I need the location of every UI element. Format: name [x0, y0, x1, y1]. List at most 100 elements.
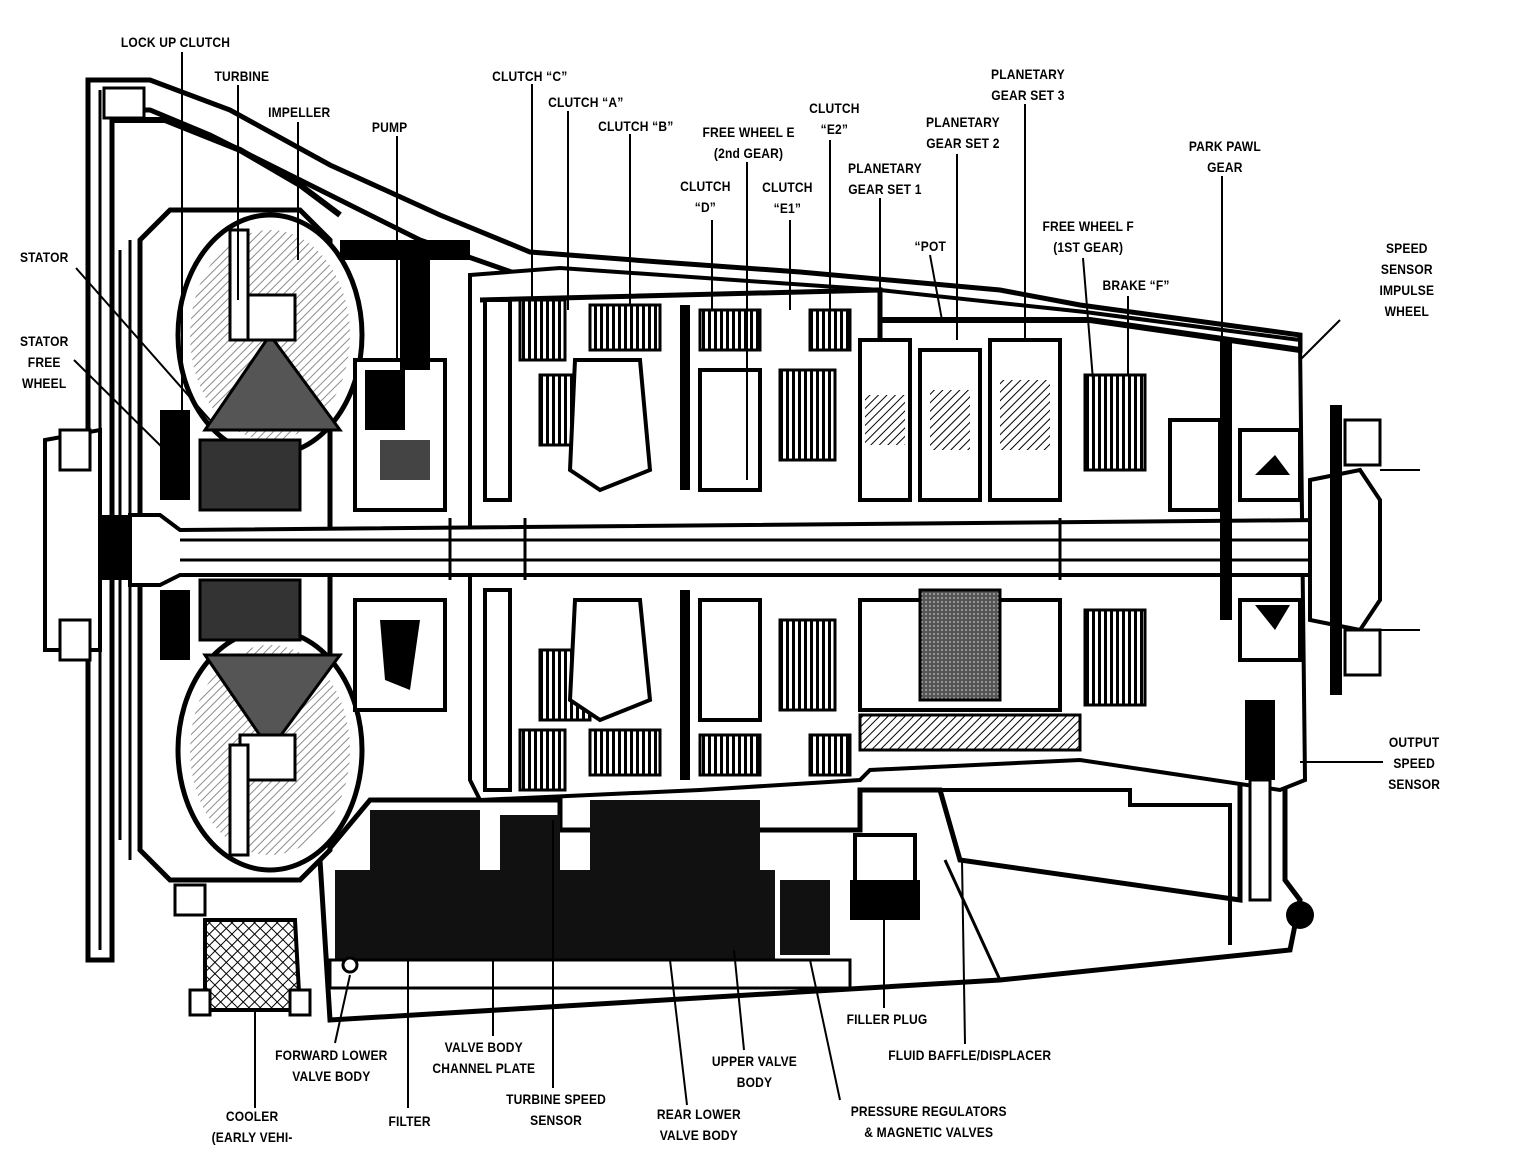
label-text: PLANETARY [848, 160, 922, 176]
output-flange [1308, 405, 1420, 695]
label-cooler: COOLER (EARLY VEHI- [212, 1106, 293, 1148]
label-text: CLUTCH “C” [492, 68, 568, 84]
label-text: PARK PAWL [1188, 138, 1261, 154]
pump-assembly [340, 240, 470, 712]
label-text: FREE [27, 354, 61, 370]
label-text: PUMP [371, 119, 408, 135]
label-impeller: IMPELLER [268, 102, 330, 123]
label-text: GEAR SET 3 [991, 87, 1065, 103]
label-pot: “POT [915, 236, 946, 257]
label-text: PLANETARY [926, 114, 1000, 130]
label-text: OUTPUT [1388, 734, 1440, 750]
label-text: GEAR SET 2 [926, 135, 1000, 151]
label-planetary-gear-set-3: PLANETARY GEAR SET 3 [991, 64, 1065, 106]
label-text: FREE WHEEL E [702, 124, 795, 140]
label-text: CLUTCH [680, 178, 731, 194]
label-fluid-baffle: FLUID BAFFLE/DISPLACER [888, 1045, 1051, 1066]
label-text: CHANNEL PLATE [432, 1060, 536, 1076]
label-text: FORWARD LOWER [275, 1047, 388, 1063]
label-clutch-d: CLUTCH “D” [680, 176, 731, 218]
label-text: VALVE BODY [292, 1068, 371, 1084]
clutch-packs-lower [483, 588, 1147, 792]
label-park-pawl-gear: PARK PAWL GEAR [1189, 136, 1261, 178]
label-text: IMPULSE [1379, 282, 1435, 298]
label-clutch-a: CLUTCH “A” [548, 92, 623, 113]
label-filler-plug: FILLER PLUG [847, 1009, 928, 1030]
label-pump: PUMP [372, 117, 407, 138]
label-planetary-gear-set-1: PLANETARY GEAR SET 1 [848, 158, 922, 200]
label-lock-up-clutch: LOCK UP CLUTCH [121, 32, 230, 53]
label-text: SPEED [1393, 755, 1435, 771]
label-forward-lower-valve-body: FORWARD LOWER VALVE BODY [275, 1045, 387, 1087]
label-text: COOLER [225, 1108, 279, 1124]
label-text: FILLER PLUG [846, 1011, 928, 1027]
label-stator: STATOR [20, 247, 69, 268]
label-text: “POT [914, 238, 947, 254]
label-text: BODY [736, 1074, 773, 1090]
label-filter: FILTER [388, 1111, 430, 1132]
input-flange [43, 427, 130, 662]
label-output-speed-sensor: OUTPUT SPEED SENSOR [1388, 732, 1440, 795]
label-text: CLUTCH [809, 100, 860, 116]
label-turbine: TURBINE [214, 66, 269, 87]
label-text: “E2” [820, 121, 849, 137]
label-text: “E1” [773, 200, 802, 216]
label-text: FREE WHEEL F [1042, 218, 1134, 234]
label-text: WHEEL [22, 375, 67, 391]
label-free-wheel-e: FREE WHEEL E (2nd GEAR) [703, 122, 795, 164]
label-pressure-regulators: PRESSURE REGULATORS & MAGNETIC VALVES [851, 1101, 1007, 1143]
label-upper-valve-body: UPPER VALVE BODY [712, 1051, 797, 1093]
label-valve-body-channel-plate: VALVE BODY CHANNEL PLATE [432, 1037, 535, 1079]
park-pawl-section [1168, 340, 1314, 929]
label-text: “D” [694, 199, 717, 215]
label-text: CLUTCH “A” [548, 94, 624, 110]
filter-element [173, 883, 312, 1017]
label-text: TURBINE SPEED [506, 1091, 607, 1107]
label-stator-free-wheel: STATOR FREE WHEEL [20, 331, 69, 394]
label-text: (EARLY VEHI- [211, 1129, 293, 1145]
label-text: SENSOR [1388, 776, 1441, 792]
label-text: SENSOR [1380, 261, 1433, 277]
label-clutch-b: CLUTCH “B” [598, 116, 673, 137]
planetary-gear-sets [858, 338, 1082, 752]
torque-converter [118, 207, 365, 883]
main-shaft [128, 513, 1332, 587]
label-text: UPPER VALVE [711, 1053, 797, 1069]
label-text: STATOR [19, 249, 69, 265]
label-text: FILTER [388, 1113, 431, 1129]
label-text: TURBINE [214, 68, 270, 84]
label-text: & MAGNETIC VALVES [864, 1124, 994, 1140]
label-text: STATOR [19, 333, 69, 349]
label-planetary-gear-set-2: PLANETARY GEAR SET 2 [926, 112, 1000, 154]
label-text: WHEEL [1384, 303, 1429, 319]
label-text: GEAR [1207, 159, 1243, 175]
label-speed-sensor-impulse-wheel: SPEED SENSOR IMPULSE WHEEL [1379, 238, 1434, 322]
label-text: REAR LOWER [656, 1106, 741, 1122]
label-text: SPEED [1385, 240, 1428, 256]
label-clutch-e2: CLUTCH “E2” [809, 98, 860, 140]
label-text: VALVE BODY [444, 1039, 523, 1055]
label-text: GEAR SET 1 [848, 181, 922, 197]
label-free-wheel-f: FREE WHEEL F (1ST GEAR) [1042, 216, 1133, 258]
label-text: IMPELLER [268, 104, 331, 120]
label-text: PLANETARY [991, 66, 1065, 82]
label-brake-f: BRAKE “F” [1102, 275, 1169, 296]
clutch-packs-upper [483, 298, 1147, 502]
label-text: CLUTCH “B” [598, 118, 674, 134]
label-text: CLUTCH [762, 179, 813, 195]
label-text: (2nd GEAR) [713, 145, 784, 161]
label-text: VALVE BODY [659, 1127, 738, 1143]
label-clutch-c: CLUTCH “C” [492, 66, 567, 87]
label-text: BRAKE “F” [1102, 277, 1170, 293]
label-text: PRESSURE REGULATORS [850, 1103, 1007, 1119]
label-clutch-e1: CLUTCH “E1” [762, 177, 813, 219]
label-text: LOCK UP CLUTCH [120, 34, 231, 50]
label-text: FLUID BAFFLE/DISPLACER [888, 1047, 1052, 1063]
valve-body [328, 800, 852, 990]
label-text: SENSOR [530, 1112, 583, 1128]
label-text: (1ST GEAR) [1053, 239, 1124, 255]
leader-lines [73, 52, 1383, 1108]
label-rear-lower-valve-body: REAR LOWER VALVE BODY [657, 1104, 741, 1146]
label-turbine-speed-sensor: TURBINE SPEED SENSOR [506, 1089, 606, 1131]
